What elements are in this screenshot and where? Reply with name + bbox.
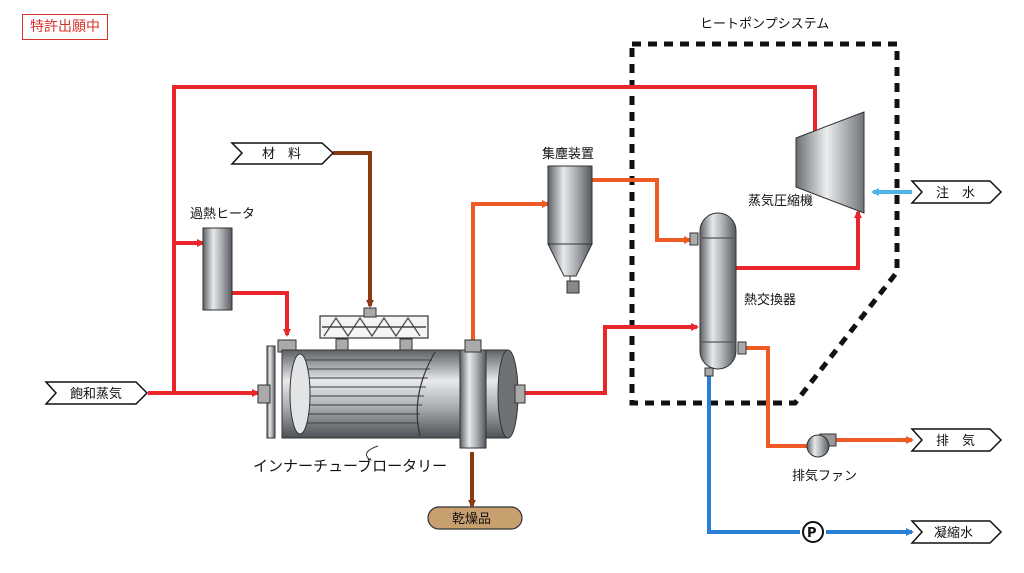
patent-pending-badge: 特許出願中 [22,14,108,40]
heat-exchanger: 熱交換器 [689,212,796,377]
material-lines [333,151,476,508]
material-tag: 材 料 [230,142,335,165]
water-injection-tag: 注 水 [910,180,1003,204]
water-lines [707,188,914,536]
steam-compressor-label: 蒸気圧縮機 [748,193,813,209]
dried-product-label: 乾燥品 [452,512,491,527]
dried-product: 乾燥品 [427,506,523,530]
saturated-steam-label: 飽和蒸気 [70,386,122,402]
condensate-tag: 凝縮水 [910,520,1003,544]
inner-tube-rotary-label: インナーチューブロータリー [253,457,447,475]
exhaust-label: 排 気 [936,433,975,449]
superheater-label: 過熱ヒータ [190,207,255,222]
steam-lines [148,85,862,397]
heat-pump-boundary [629,41,900,406]
material-label: 材 料 [262,147,301,162]
exhaust-fan-label: 排気ファン [792,468,857,484]
heat-exchanger-label: 熱交換器 [744,292,796,308]
screw-feeder [319,307,429,352]
exhaust-fan: 排気ファン [792,433,857,484]
steam-compressor: 蒸気圧縮機 [748,111,865,214]
inner-tube-rotary-dryer: インナーチューブロータリー [253,339,526,475]
dust-collector: 集塵装置 [542,146,594,294]
superheater: 過熱ヒータ [190,207,255,311]
heat-pump-system-label: ヒートポンプシステム [700,17,829,32]
saturated-steam-tag: 飽和蒸気 [44,381,149,405]
dust-collector-label: 集塵装置 [542,146,594,162]
pump: P [802,521,824,543]
exhaust-tag: 排 気 [910,428,1003,452]
water-injection-label: 注 水 [936,186,975,201]
condensate-label: 凝縮水 [934,525,973,541]
pump-symbol: P [807,526,817,541]
vapor-lines [471,178,914,448]
